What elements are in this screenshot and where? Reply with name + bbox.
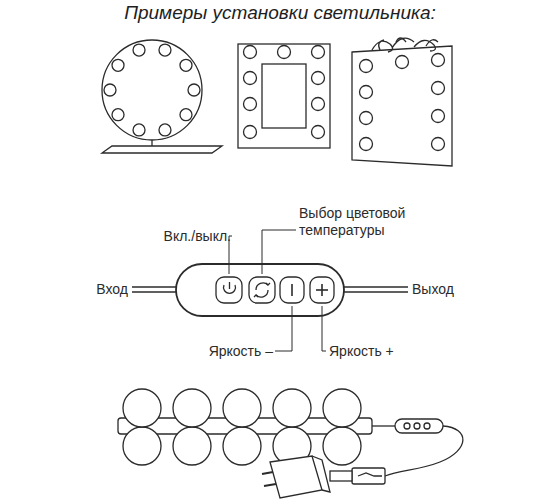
bulb <box>223 427 261 465</box>
bulb <box>244 46 257 59</box>
callout-label: Яркость – <box>209 343 273 360</box>
leader-line <box>229 230 326 351</box>
bulb <box>312 72 325 85</box>
bulb <box>244 98 257 111</box>
bulb <box>312 46 325 59</box>
bulb <box>323 389 361 427</box>
bulb <box>123 389 161 427</box>
bulb <box>360 86 373 99</box>
power-adapter <box>262 456 330 498</box>
bulb <box>360 138 373 151</box>
callout-label: Вход <box>96 281 128 298</box>
ornate-mirror <box>352 38 452 166</box>
callout-label: Вкл./выкл. <box>164 228 231 245</box>
controller <box>132 264 408 316</box>
bulb <box>112 109 124 121</box>
bulb <box>123 427 161 465</box>
bulb <box>133 44 145 56</box>
bulb <box>360 112 373 125</box>
bulb <box>173 389 211 427</box>
bulb <box>312 126 325 139</box>
bulb <box>432 54 445 67</box>
bulb <box>104 84 116 96</box>
bulb <box>244 72 257 85</box>
bulb <box>278 46 291 59</box>
bulb <box>159 124 171 136</box>
bulb <box>432 110 445 123</box>
bulb <box>223 389 261 427</box>
callout-label: Яркость + <box>329 343 394 360</box>
bulb <box>244 126 257 139</box>
usb-cable <box>330 419 463 484</box>
rect-mirror <box>238 44 330 148</box>
callout-label: Выбор цветовой температуры <box>299 205 424 239</box>
bulb <box>432 138 445 151</box>
title: Примеры установки светильника: <box>124 2 436 24</box>
round-mirror <box>102 40 222 153</box>
bulb <box>396 56 409 69</box>
bulb <box>432 82 445 95</box>
bulb <box>360 60 373 73</box>
bulb <box>323 427 361 465</box>
bulb <box>273 389 311 427</box>
bulb <box>159 44 171 56</box>
bulb <box>173 427 211 465</box>
bulb <box>180 109 192 121</box>
bulb <box>180 59 192 71</box>
bulb <box>133 124 145 136</box>
bulb <box>312 98 325 111</box>
led-strip <box>118 389 372 465</box>
bulb <box>112 59 124 71</box>
bulb <box>188 84 200 96</box>
callout-label: Выход <box>412 281 454 298</box>
